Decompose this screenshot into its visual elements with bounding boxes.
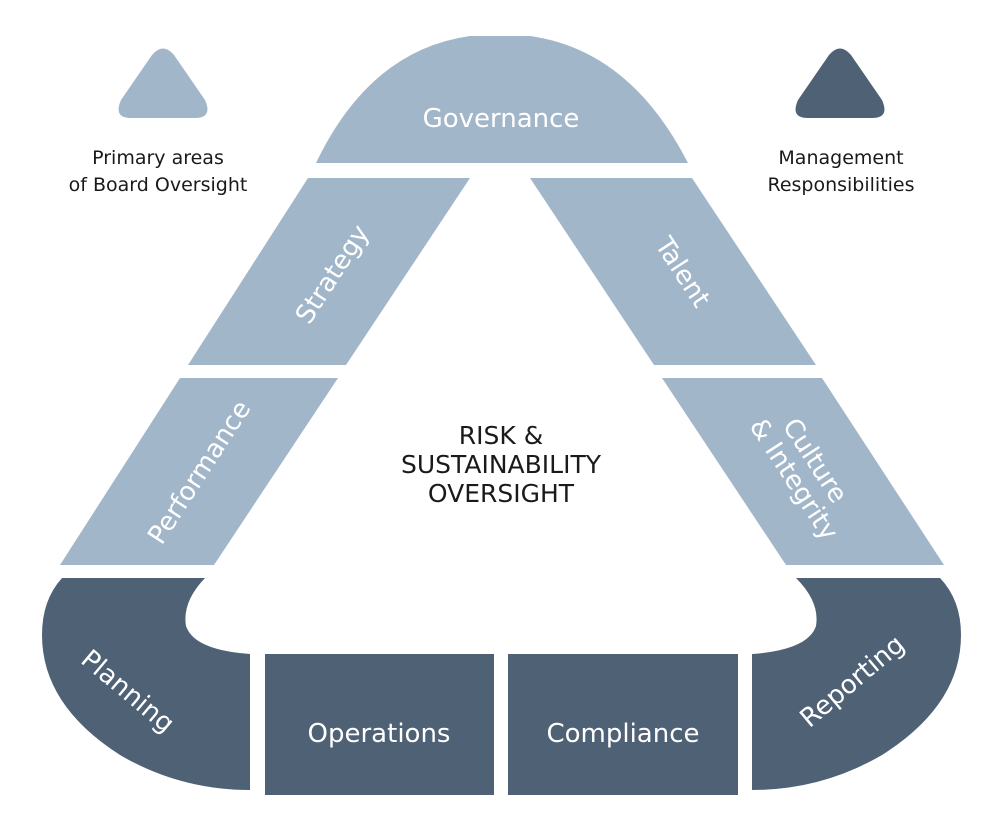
center-line-3: OVERSIGHT (428, 479, 575, 508)
talent-segment (530, 178, 816, 365)
center-line-1: RISK & (459, 421, 543, 450)
operations-segment (265, 654, 494, 795)
operations-label: Operations (308, 719, 451, 749)
compliance-label: Compliance (546, 719, 699, 749)
management-legend-triangle-icon (795, 48, 885, 118)
center-line-2: SUSTAINABILITY (401, 450, 602, 479)
board-legend-triangle-icon (118, 48, 208, 118)
board-legend-line-1: Primary areas (92, 147, 224, 169)
management-legend-line-2: Responsibilities (767, 174, 914, 196)
board-legend-line-2: of Board Oversight (69, 174, 248, 196)
performance-segment (60, 378, 338, 565)
governance-segment (316, 36, 688, 163)
culture-integrity-segment (662, 378, 944, 565)
management-legend-line-1: Management (778, 147, 903, 169)
governance-label: Governance (423, 104, 580, 134)
compliance-segment (508, 654, 738, 795)
reporting-segment (752, 578, 961, 790)
planning-segment (42, 578, 250, 790)
strategy-segment (188, 178, 470, 365)
